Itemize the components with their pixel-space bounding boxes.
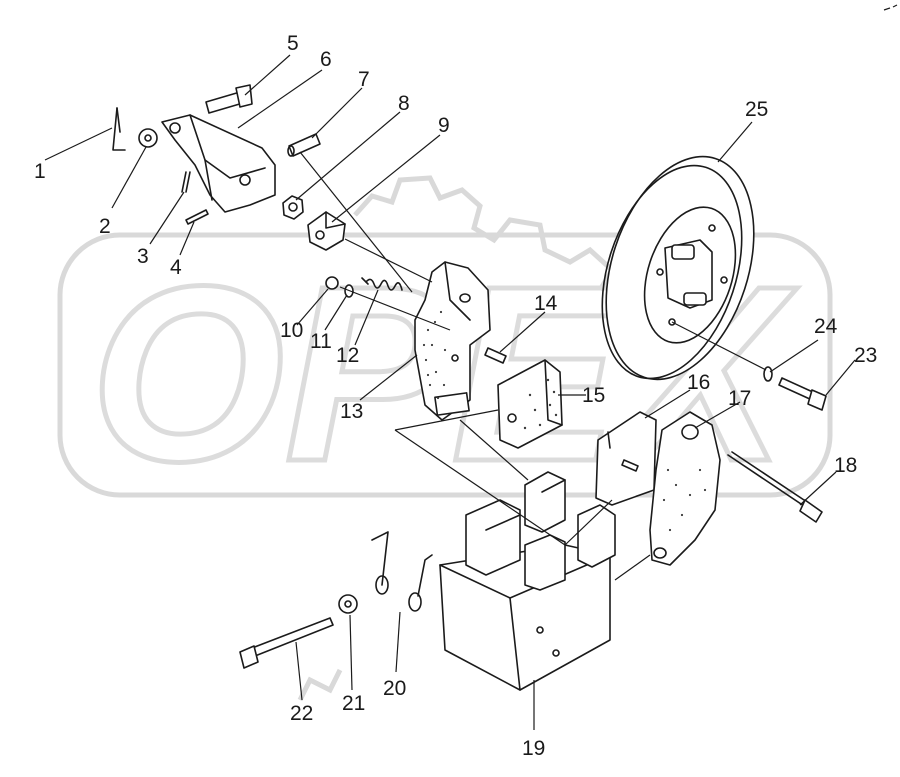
part-17-caliper-half — [649, 411, 721, 566]
callout-6: 6 — [320, 48, 332, 71]
part-15-brake-pad — [497, 359, 563, 449]
callout-20: 20 — [383, 677, 406, 700]
part-2-washer — [138, 128, 158, 148]
callout-10: 10 — [280, 319, 303, 342]
callout-16: 16 — [687, 371, 710, 394]
callout-14: 14 — [534, 292, 558, 315]
callout-8: 8 — [398, 92, 410, 115]
part-22-bolt — [239, 617, 334, 669]
part-24-washer — [763, 366, 773, 382]
part-20-return-spring — [371, 531, 433, 612]
part-9-block — [307, 211, 346, 251]
callout-1: 1 — [34, 160, 46, 183]
callout-18: 18 — [834, 454, 857, 477]
callout-7: 7 — [358, 68, 370, 91]
part-1-cotter-pin — [112, 107, 126, 151]
part-12-spring — [361, 277, 403, 291]
leader-lines — [44, 54, 856, 730]
callout-22: 22 — [290, 702, 313, 725]
part-4-pin — [185, 209, 209, 225]
part-6-bracket — [161, 114, 276, 213]
part-18-bolt — [727, 451, 823, 523]
part-21-washer — [338, 594, 358, 614]
callout-labels: 1 2 3 4 5 6 7 8 9 10 11 12 13 14 15 16 1… — [34, 32, 877, 760]
callout-4: 4 — [170, 256, 182, 279]
callout-23: 23 — [854, 344, 877, 367]
callout-25: 25 — [745, 98, 768, 121]
part-19-carrier — [439, 471, 616, 691]
assembly-lines — [299, 151, 767, 581]
callout-21: 21 — [342, 692, 365, 715]
callout-13: 13 — [340, 400, 363, 423]
callout-9: 9 — [438, 114, 450, 137]
part-8-nut — [282, 195, 304, 220]
callout-2: 2 — [99, 215, 111, 238]
callout-11: 11 — [310, 330, 332, 353]
part-7-guide-pin — [287, 133, 321, 157]
part-13-caliper-half — [414, 261, 491, 421]
part-25-brake-disc — [601, 155, 755, 381]
part-5-bolt — [205, 84, 253, 114]
part-10-cap — [325, 276, 339, 290]
corner-marks — [883, 4, 898, 11]
callout-19: 19 — [522, 737, 545, 760]
part-3-split-pin — [181, 171, 191, 193]
part-23-bolt — [778, 377, 827, 411]
callout-17: 17 — [728, 387, 751, 410]
callout-24: 24 — [814, 315, 838, 338]
callout-15: 15 — [582, 384, 605, 407]
callout-5: 5 — [287, 32, 299, 55]
callout-3: 3 — [137, 245, 149, 268]
part-14-pad-pin — [484, 347, 507, 364]
callout-12: 12 — [336, 344, 359, 367]
